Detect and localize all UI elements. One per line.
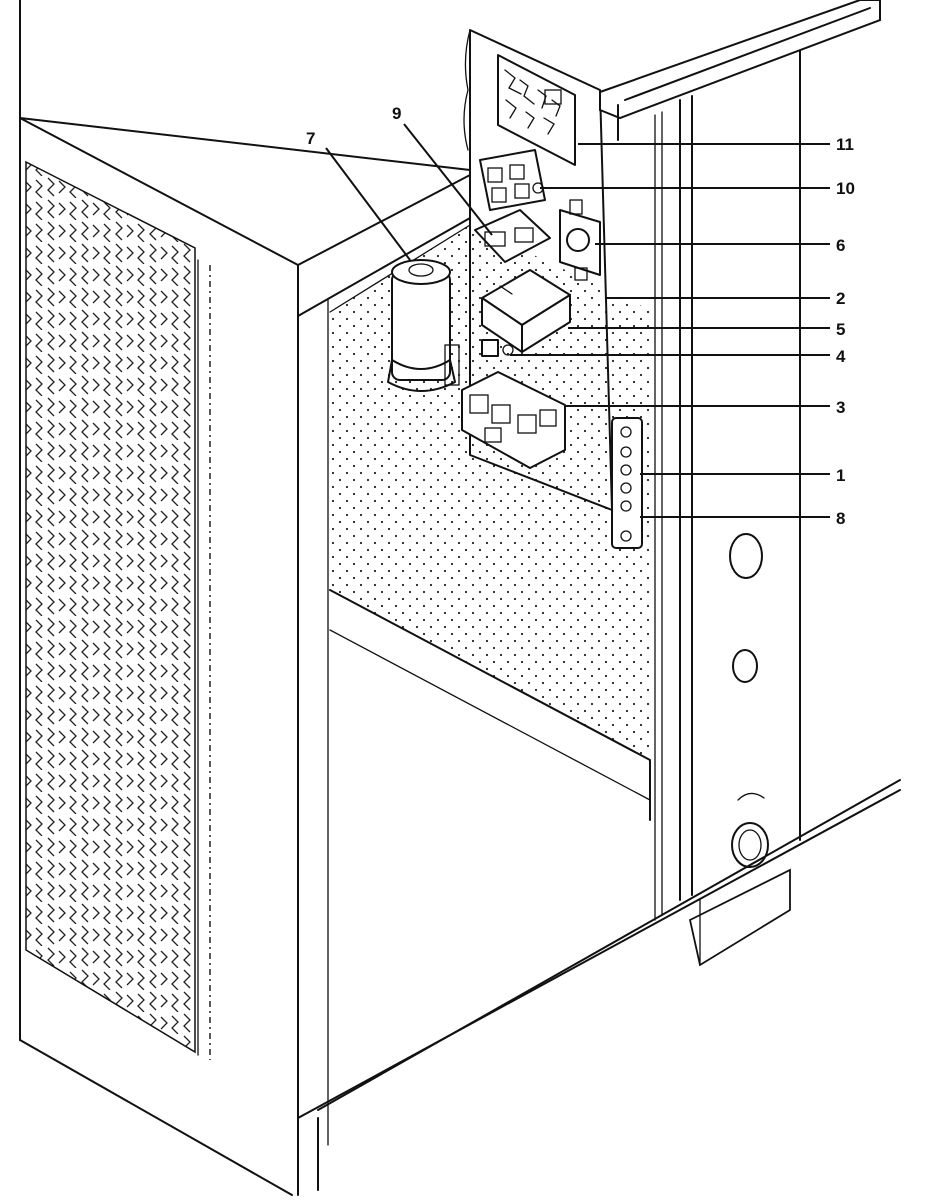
front-corner-post — [297, 249, 329, 1196]
callout-4: 4 — [836, 347, 846, 366]
callout-6: 6 — [836, 236, 845, 255]
cabinet-side-wall — [19, 0, 299, 1196]
callout-10: 10 — [836, 179, 855, 198]
callout-11: 11 — [836, 135, 854, 154]
callout-3: 3 — [836, 398, 845, 417]
callout-2: 2 — [836, 289, 845, 308]
leader-lines — [325, 123, 830, 518]
condenser-coil-grille — [25, 160, 196, 1054]
right-upright-channel — [599, 39, 801, 921]
relay-component — [479, 149, 546, 211]
top-frame-rail — [599, 0, 881, 141]
lower-shelf — [329, 589, 651, 821]
callout-labels: 7 9 11 10 6 2 5 4 3 1 8 — [306, 104, 855, 528]
terminal-board-component — [497, 54, 576, 166]
base-rail — [297, 779, 901, 1119]
capacitor-component — [387, 259, 460, 392]
callout-8: 8 — [836, 509, 845, 528]
callout-7: 7 — [306, 129, 315, 148]
callout-9: 9 — [392, 104, 401, 123]
callout-5: 5 — [836, 320, 845, 339]
control-board-component — [461, 371, 566, 469]
thermostat-switch-component — [559, 199, 601, 281]
fuse-component — [481, 339, 514, 357]
callout-1: 1 — [836, 466, 845, 485]
transformer-component — [481, 269, 571, 353]
contactor-component — [474, 209, 551, 263]
terminal-strip-component — [611, 417, 643, 549]
